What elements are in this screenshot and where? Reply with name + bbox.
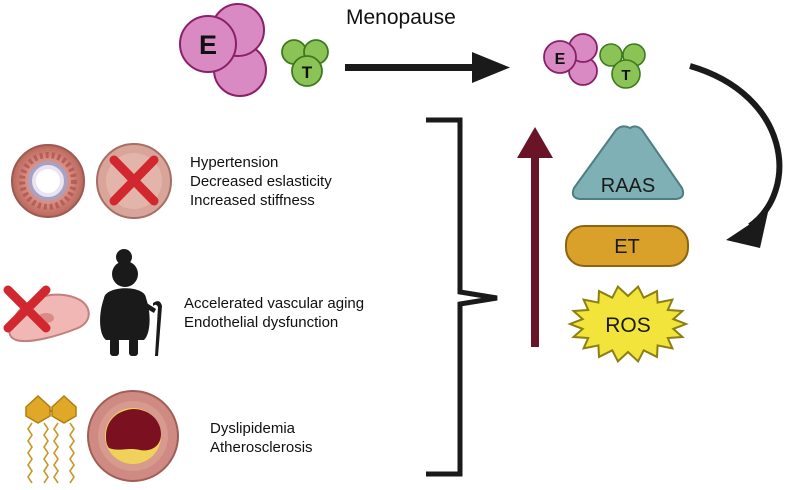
effect-increased-stiffness: Increased stiffness — [190, 192, 315, 209]
cross-icon — [109, 155, 159, 206]
menopause-label: Menopause — [346, 6, 456, 29]
stiff-artery-icon — [96, 143, 172, 219]
testosterone-letter-small: T — [621, 67, 630, 84]
effect-hypertension: Hypertension — [190, 154, 279, 171]
estrogen-letter-small: E — [555, 51, 566, 68]
effect-decreased-elasticity: Decreased eslasticity — [190, 173, 332, 190]
ros-label: ROS — [605, 314, 651, 337]
estrogen-letter: E — [199, 30, 217, 60]
cross-icon — [3, 285, 51, 333]
elderly-woman-icon — [100, 249, 162, 356]
effect-dyslipidemia: Dyslipidemia — [210, 420, 296, 437]
testosterone-molecule-icon — [611, 59, 641, 89]
testosterone-molecule-icon — [291, 55, 323, 87]
estrogen-molecule-icon — [179, 15, 237, 73]
et-label: ET — [614, 236, 640, 258]
estrogen-molecule-icon — [543, 40, 577, 74]
menopause-arrow — [345, 52, 510, 83]
raas-triangle-icon: RAAS — [571, 125, 685, 200]
ros-star-icon: ROS — [567, 284, 689, 364]
effect-endothelial-dysfunction: Endothelial dysfunction — [184, 314, 339, 331]
testosterone-letter: T — [302, 63, 313, 82]
vascular-effects-text: Hypertension Decreased eslasticity Incre… — [190, 153, 332, 210]
et-pill-icon: ET — [565, 225, 689, 267]
effect-atherosclerosis: Atherosclerosis — [210, 439, 313, 456]
hormone-cluster-small: E T — [543, 33, 646, 89]
raas-label: RAAS — [601, 175, 655, 197]
curved-arrow — [689, 63, 783, 248]
hormone-cluster-large: E T — [179, 3, 329, 97]
endothelial-cell-icon — [3, 285, 90, 343]
increase-arrow — [517, 127, 553, 347]
lipid-molecule-icon — [25, 394, 77, 484]
aging-effects-text: Accelerated vascular aging Endothelial d… — [184, 294, 364, 332]
effects-bracket — [426, 117, 498, 477]
healthy-artery-icon — [11, 144, 85, 218]
effect-vascular-aging: Accelerated vascular aging — [184, 295, 365, 312]
atherosclerotic-artery-icon — [87, 390, 179, 482]
lipid-effects-text: Dyslipidemia Atherosclerosis — [210, 419, 313, 457]
testosterone-molecule-icon — [599, 43, 623, 67]
